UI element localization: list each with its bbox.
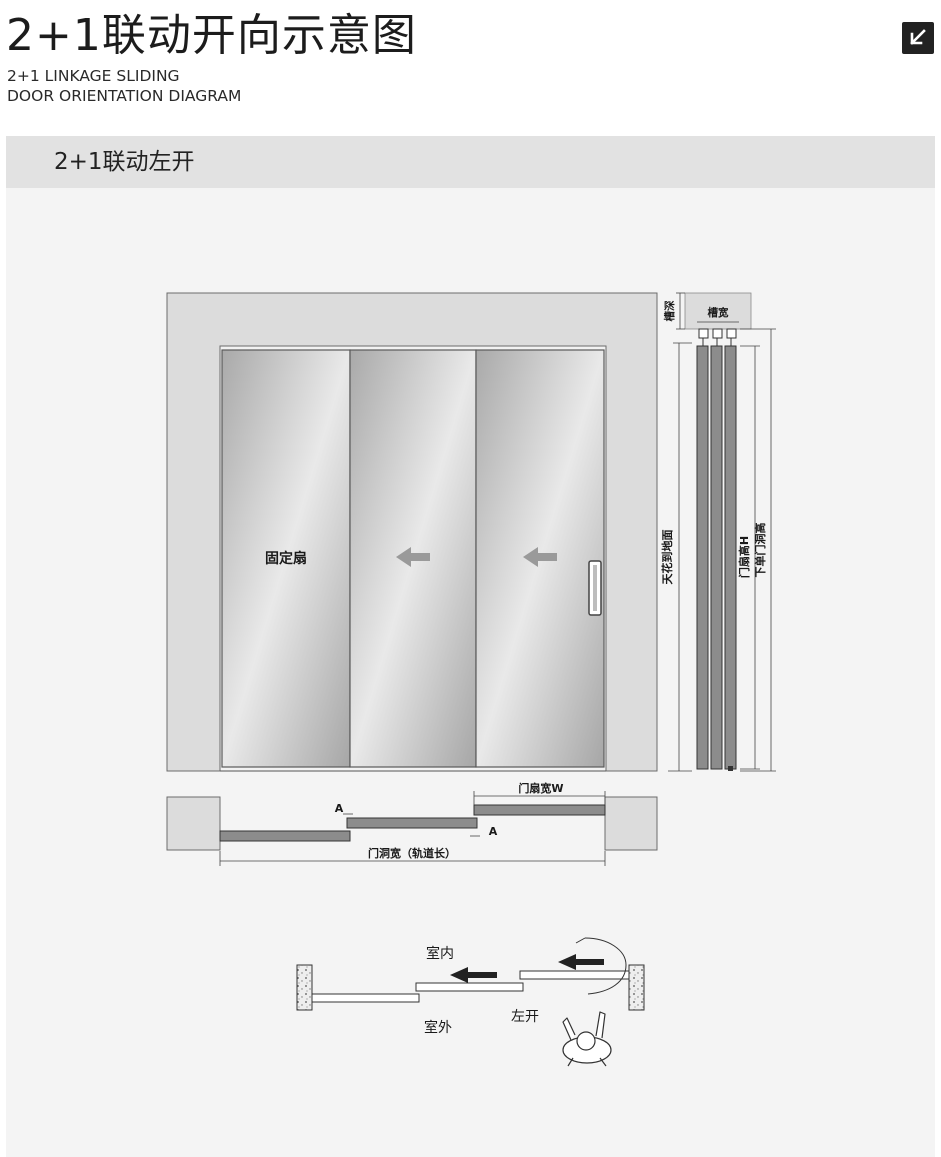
header: 2+1联动开向示意图 2+1 LINKAGE SLIDING DOOR ORIE… bbox=[0, 0, 941, 130]
elevation-view: 固定扇 bbox=[166, 292, 658, 772]
track-leaf-3 bbox=[724, 345, 737, 770]
page-title: 2+1联动开向示意图 bbox=[6, 10, 417, 61]
section-title: 2+1联动左开 bbox=[54, 149, 195, 175]
fixed-panel-label: 固定扇 bbox=[265, 550, 307, 567]
roller-icon bbox=[698, 328, 737, 346]
slot-depth-label: 槽深 bbox=[663, 300, 676, 321]
schematic-right-leaf bbox=[519, 970, 630, 980]
plan-middle-leaf bbox=[346, 817, 478, 829]
ceiling-to-floor-label: 天花到地面 bbox=[660, 530, 674, 585]
subtitle-line-1: 2+1 LINKAGE SLIDING bbox=[7, 67, 180, 85]
plan-fixed-leaf bbox=[219, 830, 351, 842]
arrow-left-icon bbox=[450, 967, 497, 983]
plan-right-leaf bbox=[473, 804, 606, 816]
subtitle-line-2: DOOR ORIENTATION DIAGRAM bbox=[7, 87, 242, 105]
indoor-label: 室内 bbox=[426, 945, 454, 962]
slide-left-arrow-icon bbox=[396, 547, 430, 567]
door-height-label: 门扇高H bbox=[737, 536, 751, 578]
schematic-middle-leaf bbox=[415, 982, 524, 992]
open-direction-label: 左开 bbox=[511, 1009, 539, 1025]
arrow-down-left-icon[interactable] bbox=[902, 22, 934, 54]
slide-left-arrow-icon bbox=[523, 547, 557, 567]
outdoor-label: 室外 bbox=[424, 1019, 452, 1036]
track-leaf-1 bbox=[696, 345, 709, 770]
opening-height-label: 下单门洞高 bbox=[753, 523, 767, 578]
left-wall-section bbox=[166, 796, 221, 851]
arrow-left-icon bbox=[558, 954, 604, 970]
overlap-a-top-label: A bbox=[335, 802, 344, 815]
door-width-label: 门扇宽W bbox=[518, 781, 563, 795]
person-icon bbox=[562, 1011, 612, 1067]
fixed-door-panel bbox=[221, 349, 351, 768]
left-jamb bbox=[296, 964, 313, 1011]
schematic-fixed-leaf bbox=[311, 993, 420, 1003]
door-handle bbox=[588, 560, 602, 616]
right-wall-section bbox=[604, 796, 658, 851]
overlap-a-bottom-label: A bbox=[489, 825, 498, 838]
opening-width-label: 门洞宽（轨道长） bbox=[368, 846, 456, 860]
track-leaf-2 bbox=[710, 345, 723, 770]
orientation-schematic: 室内 室外 左开 bbox=[296, 937, 645, 1067]
swing-direction-curve bbox=[584, 937, 627, 995]
page-subtitle: 2+1 LINKAGE SLIDING DOOR ORIENTATION DIA… bbox=[7, 66, 241, 106]
slot-width-label: 槽宽 bbox=[708, 306, 729, 319]
plan-view: 门扇宽W A A 门洞宽（轨道长） bbox=[166, 781, 658, 866]
floor-guide bbox=[728, 766, 733, 771]
side-section-view: 槽深 槽宽 天花到地面 门扇高H 下单门洞高 bbox=[660, 292, 776, 772]
ceiling-slot bbox=[684, 292, 752, 330]
section-header: 2+1联动左开 bbox=[6, 136, 935, 188]
right-jamb bbox=[628, 964, 645, 1011]
